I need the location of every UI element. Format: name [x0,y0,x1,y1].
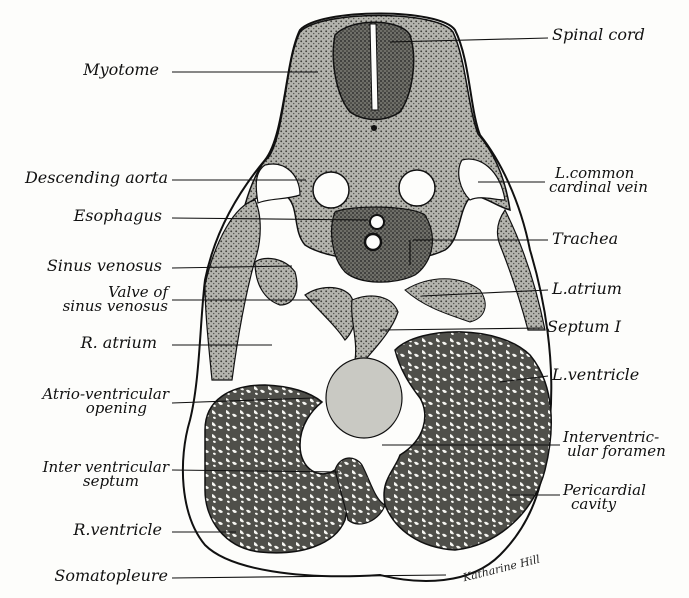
label-l-atrium: L.atrium [552,281,622,296]
label-interventricular-foramen: Interventric- ular foramen [563,430,666,458]
lccv-line-2: cardinal vein [549,180,648,194]
label-r-ventricle: R.ventricle [73,522,162,537]
label-pericardial-cavity: Pericardial cavity [563,483,646,511]
label-somatopleure: Somatopleure [54,568,168,583]
label-atrio-ventricular-opening: Atrio-ventricular opening [42,387,169,415]
label-valve-sinus-venosus: Valve of sinus venosus [63,285,168,313]
label-descending-aorta: Descending aorta [25,170,168,185]
ivs-line-2: septum [43,474,169,488]
spinal-canal [370,24,378,110]
label-esophagus: Esophagus [74,208,162,223]
ivf-line-2: ular foramen [563,444,666,458]
right-aorta [399,170,435,206]
endocardial-cushion [326,358,402,438]
label-sinus-venosus: Sinus venosus [47,258,162,273]
label-interventricular-septum: Inter ventricular septum [43,460,169,488]
label-trachea: Trachea [552,231,618,246]
left-aorta [313,172,349,208]
label-septum-1: Septum I [547,319,621,334]
notochord [371,125,377,131]
trachea-lumen [365,234,381,250]
label-r-atrium: R. atrium [81,335,157,350]
label-myotome: Myotome [83,62,159,77]
valve-line-2: sinus venosus [63,299,168,313]
label-spinal-cord: Spinal cord [552,27,645,42]
pc-line-2: cavity [563,497,646,511]
esophagus-lumen [370,215,384,229]
av-line-2: opening [42,401,169,415]
label-l-ventricle: L.ventricle [552,367,639,382]
label-l-common-cardinal-vein: L.common cardinal vein [549,166,648,194]
